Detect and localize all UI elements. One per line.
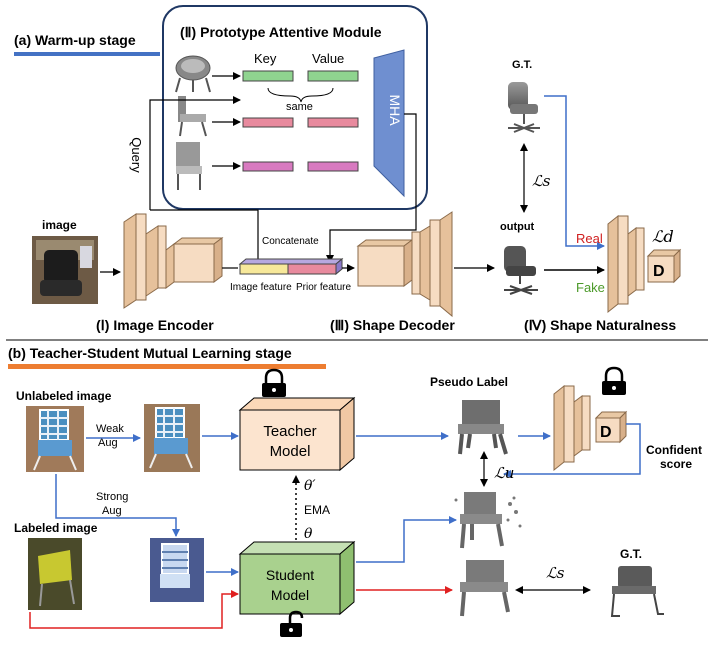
value-bar-2 [307, 117, 359, 128]
discriminator-bottom [553, 384, 628, 472]
d-label-bottom: D [600, 424, 612, 441]
image-feature-bar [239, 263, 289, 275]
student-prediction-chair [460, 560, 510, 617]
image-feature-label: Image feature [230, 282, 292, 293]
output-label: output [500, 221, 535, 233]
confident-line2: score [660, 457, 692, 471]
input-image [32, 236, 98, 304]
labeled-label: Labeled image [14, 521, 98, 535]
prior-feature-label: Prior feature [296, 282, 351, 293]
gt-label-top: G.T. [512, 59, 532, 71]
key-bar-1 [242, 70, 294, 82]
concatenate-label: Concatenate [262, 236, 319, 247]
real-label: Real [576, 231, 603, 246]
prototype-module-frame [162, 5, 428, 210]
gt-chair-bottom [610, 566, 664, 617]
labeled-image [28, 538, 82, 610]
shape-decoder [356, 211, 453, 318]
mha-block [373, 49, 405, 198]
theta-prime: θ′ [304, 478, 316, 494]
query-label: Query [129, 137, 144, 173]
student-model [238, 540, 356, 616]
same-label: same [286, 101, 313, 113]
unlabeled-image [26, 406, 84, 472]
key-bar-2 [242, 117, 294, 128]
student-line1: Student [266, 567, 314, 583]
theta: θ [304, 526, 313, 542]
module-title: (Ⅱ) Prototype Attentive Module [180, 24, 382, 40]
strong-aug-image [150, 538, 204, 602]
warmup-underline [14, 52, 160, 56]
confident-line1: Confident [646, 443, 702, 457]
loss-d: ℒd [652, 227, 674, 246]
weak-aug-image [144, 404, 200, 472]
d-label-top: D [653, 263, 665, 280]
naturalness-label: (Ⅳ) Shape Naturalness [524, 317, 676, 333]
weak-label: Weak [96, 423, 124, 435]
student-line2: Model [271, 587, 309, 603]
loss-s-bottom: ℒs [546, 564, 565, 582]
mutual-underline [8, 364, 326, 369]
value-label: Value [312, 51, 344, 66]
discriminator-top [607, 214, 682, 314]
gt-chair-top [508, 82, 540, 133]
weak-aug-label: Aug [98, 437, 118, 449]
lock-icon-discriminator [602, 366, 626, 395]
key-label: Key [254, 51, 277, 66]
unlabeled-label: Unlabeled image [16, 389, 112, 403]
value-bar-1 [307, 70, 359, 82]
mutual-title: (b) Teacher-Student Mutual Learning stag… [8, 345, 292, 361]
encoder-label: (Ⅰ) Image Encoder [96, 317, 214, 333]
mha-label: MHA [387, 94, 403, 126]
pseudo-label-text: Pseudo Label [430, 375, 508, 389]
decoder-label: (Ⅲ) Shape Decoder [330, 317, 455, 333]
strong-label: Strong [96, 491, 128, 503]
ema-label: EMA [304, 503, 330, 517]
student-prediction-noisy [454, 492, 522, 549]
fake-label: Fake [576, 280, 605, 295]
pseudo-label-chair [458, 400, 508, 455]
prototype-chair-round [175, 55, 211, 93]
image-label: image [42, 218, 77, 232]
teacher-line2: Model [270, 443, 311, 460]
gt-label-bottom: G.T. [620, 547, 642, 561]
output-chair [504, 246, 538, 295]
teacher-model [238, 396, 356, 472]
loss-s-top: ℒs [532, 172, 551, 190]
teacher-line1: Teacher [263, 423, 316, 440]
prototype-chair-arm [178, 96, 207, 137]
warmup-title: (a) Warm-up stage [14, 32, 136, 48]
key-bar-3 [242, 161, 294, 172]
image-encoder [123, 213, 224, 309]
loss-u: ℒu [494, 464, 514, 482]
prototype-chair-simple [176, 142, 202, 190]
unlock-icon-student [280, 610, 304, 637]
value-bar-3 [307, 161, 359, 172]
prior-feature-bar [287, 263, 337, 275]
strong-aug-label: Aug [102, 505, 122, 517]
lock-icon-teacher [262, 368, 286, 397]
